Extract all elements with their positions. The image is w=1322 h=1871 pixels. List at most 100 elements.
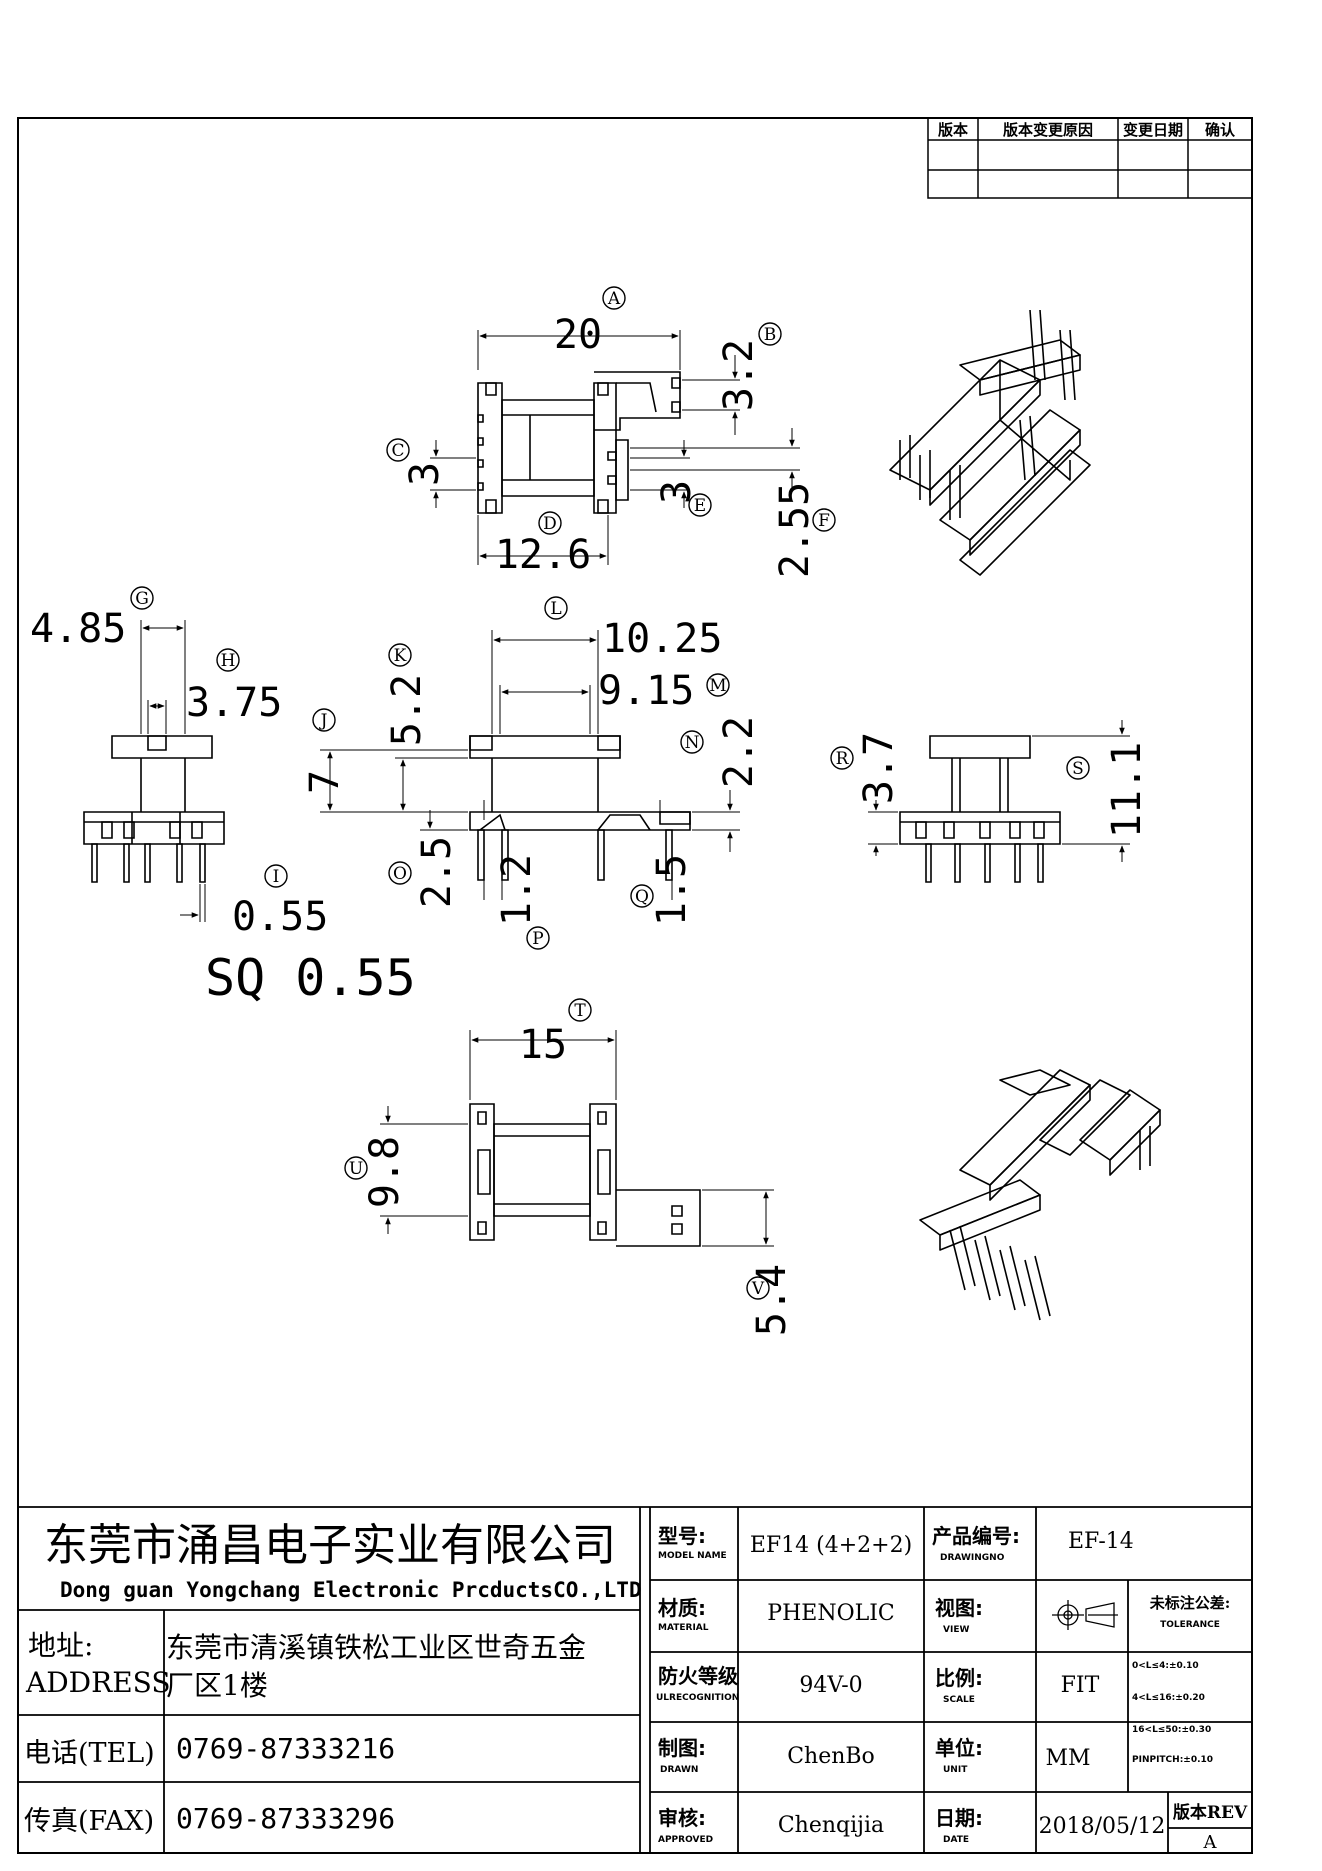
dim-b-value: 3.2 — [716, 339, 762, 411]
dim-marker-q: Q — [630, 884, 654, 908]
dim-v-value: 5.4 — [749, 1264, 795, 1336]
dim-marker-c: C — [386, 438, 410, 462]
dim-marker-e: E — [688, 493, 712, 517]
unit-value: MM — [1045, 1746, 1090, 1771]
unit-label-en: UNIT — [943, 1765, 968, 1775]
scale-label: 比例: — [935, 1666, 983, 1690]
approved-label-en: APPROVED — [658, 1835, 713, 1845]
right-side-view — [900, 736, 1060, 882]
address-line-2: 厂区1楼 — [166, 1669, 268, 1702]
drawn-label-en: DRAWN — [660, 1765, 698, 1775]
dim-marker-letter: F — [818, 511, 830, 531]
view-label-en: VIEW — [943, 1625, 969, 1635]
dim-marker-letter: K — [394, 646, 407, 666]
dim-marker-letter: E — [694, 496, 706, 516]
dim-e-value: 3 — [654, 480, 700, 504]
dim-k-value: 5.2 — [384, 674, 430, 746]
dim-j-value: 7 — [302, 770, 348, 794]
dim-f-value: 2.55 — [772, 482, 818, 578]
model-value: EF14 (4+2+2) — [750, 1533, 912, 1558]
projection-symbol-icon — [1052, 1600, 1118, 1630]
dim-marker-n: N — [680, 730, 704, 754]
rev-header-date: 变更日期 — [1123, 121, 1183, 139]
dim-marker-letter: U — [349, 1159, 363, 1179]
fax-value: 0769-87333296 — [176, 1802, 395, 1835]
dim-marker-p: P — [526, 926, 550, 950]
tolerance-row-4: PINPITCH:±0.10 — [1132, 1755, 1213, 1765]
dim-marker-d: D — [538, 511, 562, 535]
dim-l-value: 10.25 — [602, 616, 722, 662]
top-view-dimensions — [430, 330, 800, 565]
tolerance-row-2: 4<L≤16:±0.20 — [1132, 1693, 1205, 1703]
dim-marker-f: F — [812, 508, 836, 532]
model-label-en: MODEL NAME — [658, 1551, 727, 1561]
product-no-value: EF-14 — [1068, 1529, 1134, 1554]
dim-marker-letter: R — [836, 749, 850, 769]
left-side-view — [84, 736, 224, 882]
dim-marker-letter: S — [1072, 759, 1084, 779]
dim-p-value: 1.2 — [494, 854, 540, 926]
dim-marker-k: K — [388, 643, 412, 667]
dim-marker-a: A — [602, 286, 626, 310]
revision-table — [928, 118, 1252, 198]
dim-marker-letter: Q — [635, 887, 649, 907]
company-name-cn: 东莞市涌昌电子实业有限公司 — [44, 1520, 616, 1571]
dim-marker-s: S — [1066, 756, 1090, 780]
address-line-1: 东莞市清溪镇铁松工业区世奇五金 — [166, 1631, 586, 1664]
dim-g-value: 4.85 — [30, 606, 126, 652]
dim-marker-letter: B — [764, 325, 777, 345]
rev-label: 版本REV — [1173, 1802, 1248, 1823]
dim-marker-r: R — [830, 746, 854, 770]
dim-n-value: 2.2 — [716, 716, 762, 788]
rev-header-version: 版本 — [938, 121, 968, 139]
dim-i-value: 0.55 — [232, 894, 328, 940]
dim-marker-letter: D — [543, 514, 557, 534]
scale-label-en: SCALE — [943, 1695, 975, 1705]
dim-marker-letter: H — [221, 651, 236, 671]
top-view — [478, 372, 680, 513]
material-value: PHENOLIC — [767, 1601, 894, 1626]
dim-marker-letter: A — [607, 289, 621, 309]
rev-value: A — [1203, 1832, 1218, 1853]
product-no-label-en: DRAWINGNO — [940, 1553, 1005, 1563]
rev-header-confirm: 确认 — [1205, 121, 1236, 139]
dim-q-value: 1.5 — [649, 854, 695, 926]
dim-t-value: 15 — [519, 1022, 567, 1068]
dim-marker-h: H — [216, 648, 240, 672]
dim-marker-i: I — [264, 864, 288, 888]
dim-marker-letter: V — [751, 1279, 765, 1299]
dim-marker-letter: L — [550, 599, 561, 619]
dim-marker-u: U — [344, 1156, 368, 1180]
dim-marker-letter: M — [709, 676, 726, 696]
dim-marker-t: T — [568, 998, 592, 1022]
drawing-border — [18, 118, 1252, 1853]
unit-label: 单位: — [935, 1736, 983, 1760]
isometric-view-top — [890, 310, 1090, 575]
dim-marker-letter: G — [135, 589, 149, 609]
left-side-dimensions — [141, 620, 205, 922]
drawn-value: ChenBo — [787, 1744, 875, 1769]
dim-marker-l: L — [544, 596, 568, 620]
dim-marker-letter: T — [574, 1001, 586, 1021]
dim-marker-letter: J — [319, 711, 328, 731]
front-view — [470, 736, 690, 880]
dim-marker-j: J — [312, 708, 336, 732]
dim-marker-g: G — [130, 586, 154, 610]
company-name-en: Dong guan Yongchang Electronic PrcductsC… — [60, 1578, 642, 1602]
approved-label: 审核: — [658, 1806, 706, 1830]
tolerance-title: 未标注公差: — [1149, 1594, 1231, 1612]
dim-marker-letter: O — [393, 864, 407, 884]
tolerance-title-en: TOLERANCE — [1160, 1620, 1220, 1630]
view-label: 视图: — [935, 1596, 983, 1620]
model-label: 型号: — [658, 1524, 706, 1548]
dim-m-value: 9.15 — [598, 668, 694, 714]
dim-marker-o: O — [388, 861, 412, 885]
dim-marker-letter: I — [273, 867, 280, 887]
dim-s-value: 11.1 — [1104, 742, 1150, 838]
dim-o-value: 2.5 — [414, 836, 460, 908]
dim-marker-m: M — [706, 673, 730, 697]
dim-marker-b: B — [758, 322, 782, 346]
flame-label: 防火等级 — [658, 1664, 738, 1688]
dim-marker-letter: N — [685, 733, 700, 753]
